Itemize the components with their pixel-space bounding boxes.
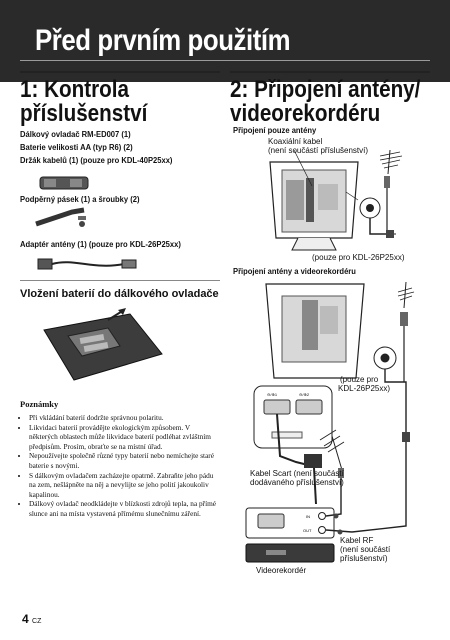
section-2-heading-line2: videorekordéru (230, 100, 381, 127)
page-title: Před prvním použitím (35, 24, 291, 57)
note-item: Při vkládání baterií dodržte správnou po… (29, 413, 220, 423)
battery-heading: Vložení baterií do dálkového ovladače (20, 288, 219, 300)
antenna-connection-diagram (269, 150, 403, 251)
svg-text:⊖/⊕2: ⊖/⊕2 (299, 392, 310, 397)
scart-label-line2: dodávaného příslušenství) (250, 478, 344, 487)
rf-label-line2: (není součástí (340, 545, 391, 554)
note-item: S dálkovým ovladačem zacházejte opatrně.… (29, 471, 220, 500)
note-item: Likvidaci baterií provádějte ekologickým… (29, 423, 220, 452)
notes-title: Poznámky (20, 399, 59, 409)
kdl26-label-2b: KDL-26P25xx) (338, 384, 391, 393)
coax-label-line2: (není součástí příslušenství) (268, 146, 369, 155)
svg-text:OUT: OUT (303, 528, 312, 533)
section-2-heading-line1: 2: Připojení antény/ (230, 76, 421, 103)
coax-label-line1: Koaxiální kabel (268, 137, 323, 146)
page-number-value: 4 (22, 612, 29, 626)
section-1-heading-line2: příslušenství (20, 100, 148, 127)
rf-label-line1: Kabel RF (340, 536, 374, 545)
rf-label-line3: příslušenství) (340, 554, 388, 563)
notes-block: Poznámky Při vkládání baterií dodržte sp… (20, 399, 220, 519)
accessory-cable-holder: Držák kabelů (1) (pouze pro KDL-40P25xx) (20, 156, 173, 165)
vcr-label: Videorekordér (256, 566, 307, 575)
accessory-batteries: Baterie velikosti AA (typ R6) (2) (20, 143, 133, 152)
header-band (0, 0, 450, 82)
page-number: 4 CZ (22, 612, 41, 626)
cable-holder-illustration (39, 176, 89, 190)
note-item: Dálkový ovladač neodkládejte v blízkosti… (29, 499, 220, 518)
remote-battery-illustration (43, 308, 163, 381)
battery-section-rule (20, 280, 220, 281)
page-lang: CZ (32, 618, 42, 625)
antenna-only-heading: Připojení pouze antény (233, 126, 317, 135)
section-1-heading-line1: 1: Kontrola (20, 76, 129, 103)
kdl26-label-2a: (pouze pro (340, 375, 379, 384)
accessory-antenna-adapter: Adaptér antény (1) (pouze pro KDL-26P25x… (20, 240, 181, 249)
scart-label-line1: Kabel Scart (není součástí (250, 469, 344, 478)
antenna-adapter-illustration (37, 258, 137, 270)
svg-text:IN: IN (306, 514, 310, 519)
section-rule-left (20, 71, 220, 73)
accessory-remote: Dálkový ovladač RM-ED007 (1) (20, 130, 131, 139)
header-rule (20, 60, 430, 61)
antenna-vcr-diagram: ⊖/⊕1 ⊖/⊕2 IN OUT (245, 282, 415, 563)
accessory-support-strap: Podpěrný pásek (1) a šroubky (2) (20, 195, 140, 204)
note-item: Nepoužívejte společně různé typy baterií… (29, 451, 220, 470)
kdl26-label-1: (pouze pro KDL-26P25xx) (312, 253, 405, 262)
section-rule-right (230, 71, 430, 73)
svg-text:⊖/⊕1: ⊖/⊕1 (267, 392, 278, 397)
support-strap-illustration (35, 207, 86, 227)
antenna-vcr-heading: Připojení antény a videorekordéru (233, 267, 356, 276)
